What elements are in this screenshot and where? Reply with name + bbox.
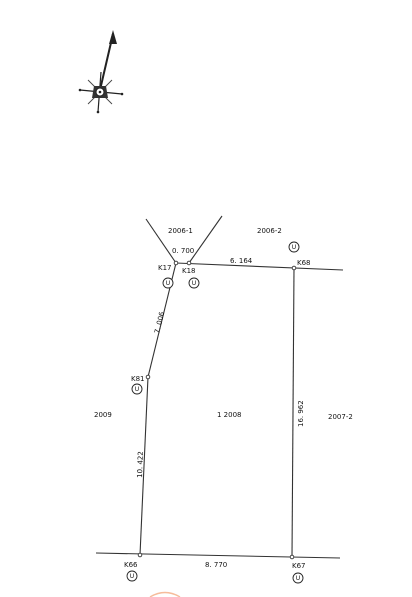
marker-glyph: U (296, 575, 300, 582)
boundary-monument-icon: U (292, 572, 304, 584)
boundary-monument-icon: U (131, 383, 143, 395)
dimension-top-right: 6. 164 (230, 257, 253, 265)
stamp-fragment (149, 591, 181, 597)
boundary-monument-icon: U (126, 570, 138, 582)
dimension-left-lower: 10. 422 (136, 451, 145, 478)
boundary-monument-icon: U (288, 241, 300, 253)
line-left-lower (139, 376, 149, 556)
boundary-monument-icon: U (188, 277, 200, 289)
dimension-right: 16. 962 (297, 400, 305, 427)
parcel-label-2006-1: 2006-1 (168, 227, 193, 235)
point-k68 (291, 265, 297, 271)
point-label-k68: K68 (297, 259, 311, 267)
point-k81 (145, 374, 151, 380)
point-k67 (289, 554, 295, 560)
point-label-k81: K81 (131, 375, 145, 383)
point-k17 (173, 260, 179, 266)
marker-glyph: U (135, 386, 139, 393)
marker-glyph: U (192, 280, 196, 287)
point-label-k17: K17 (158, 264, 172, 272)
dimension-top-short: 0. 700 (172, 247, 194, 255)
line-2006-1-right (188, 215, 223, 264)
parcel-label-2007-2: 2007-2 (328, 413, 353, 421)
line-2006-1-left (145, 218, 177, 264)
line-top (175, 262, 344, 271)
point-k66 (137, 552, 143, 558)
parcel-label-2009: 2009 (94, 411, 112, 419)
marker-glyph: U (292, 244, 296, 251)
parcel-label-2008: 1 2008 (217, 411, 242, 419)
point-label-k18: K18 (182, 267, 196, 275)
line-bottom (95, 552, 341, 559)
marker-glyph: U (166, 280, 170, 287)
point-k18 (186, 260, 192, 266)
north-arrow-compass-icon (78, 30, 124, 114)
point-label-k67: K67 (292, 562, 306, 570)
line-right (291, 267, 295, 558)
point-label-k66: K66 (124, 561, 138, 569)
boundary-monument-icon: U (162, 277, 174, 289)
dimension-left-upper: 7. 006 (153, 310, 166, 334)
marker-glyph: U (130, 573, 134, 580)
dimension-bottom: 8. 770 (205, 561, 227, 569)
parcel-label-2006-2: 2006-2 (257, 227, 282, 235)
